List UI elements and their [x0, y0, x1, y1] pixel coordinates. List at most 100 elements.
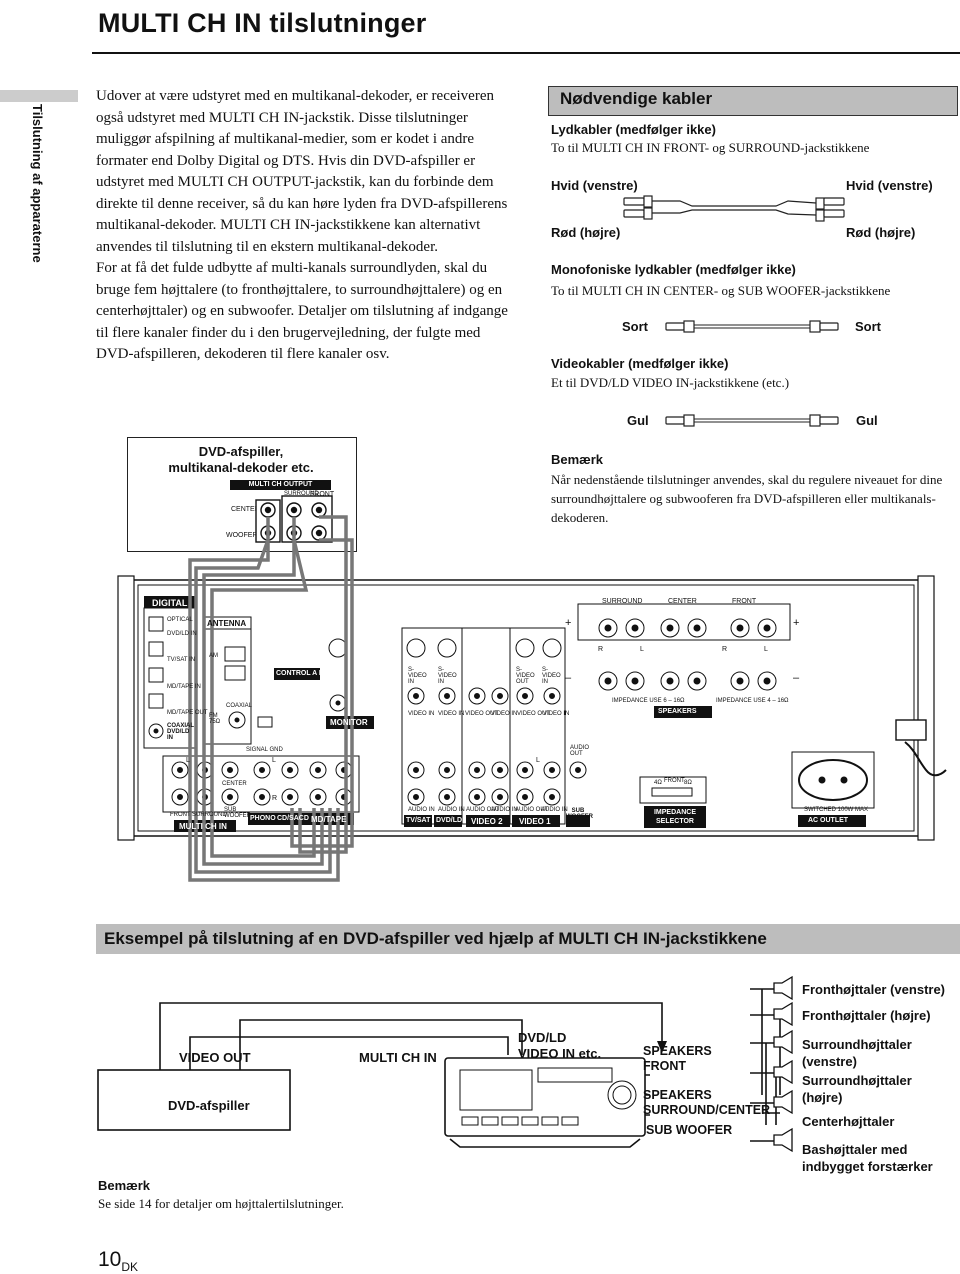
- panel-video-in-1: VIDEO IN: [408, 711, 435, 717]
- panel-plus-2: +: [793, 617, 800, 629]
- ex-spk-sur-left-1: Surroundhøjttaler: [802, 1037, 912, 1052]
- panel-antenna: ANTENNA: [207, 619, 247, 628]
- dvd-surround-label: SURROUND: [284, 491, 319, 497]
- dvd-woofer-label: WOOFER: [226, 532, 258, 539]
- panel-audio-in-2: AUDIO IN: [438, 807, 465, 813]
- audio-white-left: Hvid (venstre): [551, 178, 638, 193]
- panel-ac-outlet: AC OUTLET: [808, 817, 849, 824]
- ex-speakers-front-1: SPEAKERS: [643, 1044, 712, 1058]
- audio-cable-heading: Lydkabler (medfølger ikke): [551, 122, 716, 137]
- ex-spk-center: Centerhøjttaler: [802, 1114, 895, 1129]
- panel-r-3: R: [272, 795, 278, 802]
- dvd-player-label: DVD-afspiller, multikanal-dekoder etc.: [127, 444, 355, 476]
- panel-l-1: L: [640, 646, 644, 653]
- audio-red-right: Rød (højre): [846, 225, 916, 240]
- panel-audio-out-2: AUDIO OUT: [515, 807, 549, 813]
- panel-multi-ch-in: MULTI CH IN: [179, 822, 227, 831]
- cables-note-text: Når nedenstående tilslutninger anvendes,…: [551, 472, 943, 525]
- video-left-label: Gul: [627, 413, 649, 428]
- ex-spk-sur-left-2: (venstre): [802, 1054, 857, 1069]
- panel-video-out-1: VIDEO OUT: [465, 711, 499, 717]
- dvd-front-label: FRONT: [310, 491, 335, 498]
- mono-cable-heading: Monofoniske lydkabler (medfølger ikke): [551, 262, 796, 277]
- page-title: MULTI CH IN tilslutninger: [98, 8, 427, 38]
- intro-paragraph-2: For at få det fulde udbytte af multi-kan…: [96, 260, 508, 362]
- ex-dvd-ld-line2: VIDEO IN etc.: [518, 1046, 602, 1061]
- side-label-text: Tilslutning af apparaterne: [30, 104, 45, 263]
- dvd-player-label-line1: DVD-afspiller,: [198, 444, 284, 459]
- page-number: 10DK: [98, 1248, 138, 1274]
- ex-spk-front-right: Fronthøjttaler (højre): [802, 1008, 931, 1023]
- panel-md-tape-out: MD/TAPE OUT: [167, 710, 208, 716]
- intro-text: Udover at være udstyret med en multikana…: [96, 86, 516, 366]
- panel-imp-front: FRONT: [664, 778, 685, 784]
- panel-monitor: MONITOR: [330, 718, 368, 727]
- panel-l-3: L: [186, 757, 190, 764]
- audio-white-right: Hvid (venstre): [846, 178, 933, 193]
- panel-l-5: L: [536, 757, 540, 764]
- page-number-suffix: DK: [121, 1260, 139, 1274]
- audio-cable-desc: To til MULTI CH IN FRONT- og SURROUND-ja…: [551, 140, 870, 155]
- ex-speakers-sc-1: SPEAKERS: [643, 1088, 712, 1102]
- cables-header-box: [548, 86, 958, 116]
- multi-ch-cables: [188, 515, 354, 882]
- panel-fm: FM 75Ω: [209, 713, 221, 725]
- mono-cable-desc: To til MULTI CH IN CENTER- og SUB WOOFER…: [551, 283, 891, 298]
- ex-speakers-sc-2: SURROUND/CENTER: [643, 1103, 771, 1117]
- panel-am: AM: [209, 653, 218, 659]
- panel-video-2: VIDEO 2: [471, 817, 503, 826]
- ex-sub-woofer: SUB WOOFER: [646, 1123, 733, 1137]
- video-cable-heading: Videokabler (medfølger ikke): [551, 356, 729, 371]
- stereo-cable-illustration: [623, 195, 845, 222]
- panel-minus-2: –: [793, 672, 800, 684]
- connection-diagram: [117, 495, 947, 882]
- panel-video-out-2: VIDEO OUT: [517, 711, 551, 717]
- ex-multi-ch-in: MULTI CH IN: [359, 1050, 437, 1065]
- ex-spk-sur-right-2: (højre): [802, 1090, 843, 1105]
- panel-surround: SURROUND: [192, 812, 227, 818]
- panel-dvd-ld: DVD/LD: [436, 817, 463, 824]
- ex-dvd-ld-line1: DVD/LD: [518, 1030, 567, 1045]
- ex-spk-sur-left: Surroundhøjttaler (venstre): [802, 1036, 912, 1070]
- ex-dvd-ld: DVD/LD VIDEO IN etc.: [518, 1030, 601, 1062]
- ex-spk-front-left: Fronthøjttaler (venstre): [802, 982, 946, 997]
- mono-cable-illustration: [665, 320, 839, 333]
- panel-l-2: L: [764, 646, 768, 653]
- panel-sub-woofer: SUB WOOFER: [224, 807, 251, 819]
- panel-imp-8: 8Ω: [684, 780, 692, 786]
- speaker-terminals: [598, 618, 777, 691]
- page-number-value: 10: [98, 1248, 122, 1271]
- panel-switched: SWITCHED 100W MAX: [804, 807, 869, 813]
- panel-minus-1: –: [565, 672, 572, 684]
- panel-audio-out-label: AUDIO OUT: [570, 745, 590, 757]
- panel-tv-sat-in: TV/SAT IN: [167, 657, 196, 663]
- panel-svideo-in-3: S-VIDEO IN: [542, 667, 561, 685]
- receiver-back-panel: [117, 575, 947, 841]
- dvd-player-box: [127, 437, 357, 552]
- cables-title: Nødvendige kabler: [560, 89, 713, 108]
- example-diagram: [97, 975, 793, 1153]
- panel-md-tape-in: MD/TAPE IN: [167, 684, 201, 690]
- panel-imp-4: 4Ω: [654, 780, 662, 786]
- panel-video-in-4: VIDEO IN: [543, 711, 570, 717]
- panel-optical: OPTICAL: [167, 617, 193, 623]
- panel-phono: PHONO: [250, 815, 276, 822]
- panel-audio-in-4: AUDIO IN: [541, 807, 568, 813]
- example-title: Eksempel på tilslutning af en DVD-afspil…: [104, 929, 767, 948]
- mono-left-label: Sort: [622, 319, 648, 334]
- panel-spk-surround: SURROUND: [602, 598, 643, 605]
- panel-r-2: R: [722, 646, 728, 653]
- ex-spk-bass-1: Bashøjttaler med: [802, 1142, 908, 1157]
- cables-note-heading: Bemærk: [551, 452, 604, 467]
- panel-signal-gnd: SIGNAL GND: [246, 747, 283, 753]
- side-tab: [0, 90, 78, 102]
- panel-speakers: SPEAKERS: [658, 708, 697, 715]
- panel-center: CENTER: [222, 781, 247, 787]
- panel-cd-sacd: CD/SACD: [277, 815, 309, 822]
- video-cable-illustration: [665, 414, 839, 427]
- dvd-center-label: CENTER: [231, 506, 260, 513]
- ex-speakers-sc: SPEAKERS SURROUND/CENTER: [643, 1088, 770, 1118]
- panel-control-a: CONTROL A II: [276, 670, 323, 677]
- example-title-band: [96, 924, 960, 954]
- panel-digital: DIGITAL: [152, 598, 188, 608]
